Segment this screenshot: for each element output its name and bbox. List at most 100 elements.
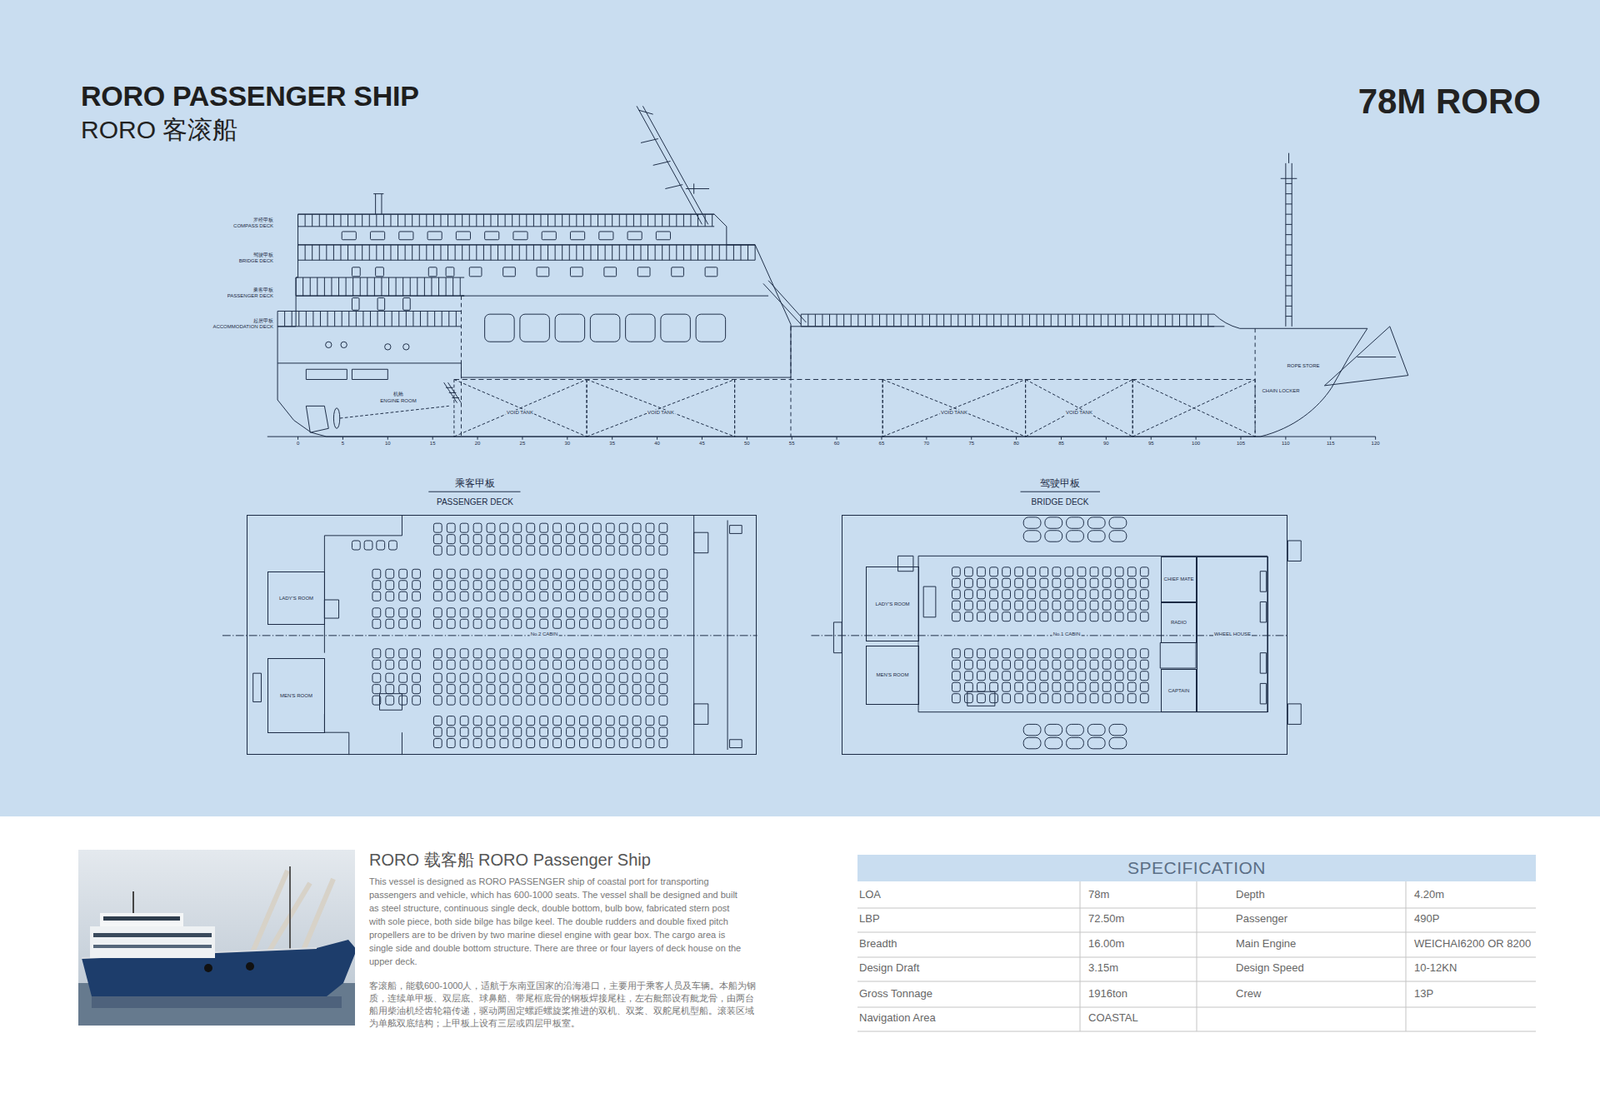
window (485, 231, 500, 240)
seat (385, 580, 395, 590)
seat (659, 649, 668, 659)
seat (632, 608, 641, 618)
seat (540, 660, 549, 670)
reflection (91, 996, 342, 1009)
window (503, 267, 516, 277)
seat (990, 694, 999, 704)
seat (446, 739, 455, 749)
seat (1027, 649, 1036, 659)
window (570, 231, 585, 240)
seat (1015, 567, 1024, 577)
frame-number: 15 (430, 440, 436, 447)
seat (526, 591, 535, 601)
seat (580, 673, 589, 683)
seat (619, 685, 628, 695)
frame-tick (298, 436, 1376, 440)
main-deck (277, 362, 461, 364)
seat (1115, 660, 1124, 670)
seat (951, 649, 960, 659)
fender (245, 962, 255, 971)
seat (566, 739, 575, 749)
seat (433, 619, 442, 629)
seat (645, 569, 655, 579)
seat (433, 569, 442, 579)
seat (1127, 578, 1136, 588)
seat (1052, 590, 1061, 600)
seat (1052, 567, 1061, 577)
seat (500, 591, 509, 601)
seat (1077, 671, 1086, 681)
window (705, 267, 718, 277)
seat (1002, 682, 1011, 692)
seat (1052, 660, 1061, 670)
room-name: CHIEF MATE (1163, 576, 1195, 583)
seat (632, 739, 641, 749)
seat (951, 578, 960, 588)
seat (977, 567, 986, 577)
seat (632, 673, 641, 683)
seat (977, 682, 986, 692)
table-cell: WEICHAI6200 OR 8200 (1414, 938, 1531, 951)
seat (990, 612, 999, 622)
seat (412, 591, 421, 601)
seat (605, 673, 615, 683)
seat (460, 695, 469, 705)
seat (632, 535, 641, 545)
seat (592, 569, 601, 579)
seat (1015, 590, 1024, 600)
main-mast (636, 105, 709, 225)
seat (965, 694, 974, 704)
life-raft (1066, 724, 1085, 735)
seat (433, 580, 442, 590)
seat (605, 580, 615, 590)
seat (1127, 567, 1136, 577)
crane (250, 870, 334, 959)
room-box: RADIO (1160, 602, 1197, 644)
seat (645, 649, 655, 659)
seat (592, 660, 601, 670)
seat (500, 580, 509, 590)
table-cell: 1916ton (1088, 988, 1128, 1001)
seat (540, 739, 549, 749)
seat (412, 660, 421, 670)
seat (1127, 612, 1136, 622)
room-name: MEN'S ROOM (279, 693, 314, 700)
seat (540, 591, 549, 601)
seat (580, 523, 589, 533)
life-raft (1045, 530, 1063, 542)
seat (1077, 612, 1086, 622)
window (427, 231, 442, 240)
seat (446, 649, 455, 659)
drawing-detail (277, 183, 1376, 749)
seat (513, 535, 522, 545)
seat (1140, 578, 1149, 588)
seat (951, 590, 960, 600)
stair-symbol (253, 600, 403, 710)
seat (1052, 578, 1061, 588)
plan-title: 乘客甲板 (455, 478, 495, 490)
seat (473, 535, 482, 545)
deckhouse-wall (324, 515, 402, 755)
deck-name: ACCOMMODATION DECK (212, 324, 274, 330)
seat (1065, 660, 1074, 670)
seat (619, 660, 628, 670)
seat (486, 608, 495, 618)
seat (486, 695, 495, 705)
seat (526, 619, 535, 629)
seat (619, 739, 628, 749)
seat (473, 660, 482, 670)
life-raft (1045, 724, 1063, 735)
seat (473, 608, 482, 618)
seat (446, 569, 455, 579)
seat (1027, 567, 1036, 577)
seat (632, 695, 641, 705)
seat (399, 591, 408, 601)
seat (433, 591, 442, 601)
seat (965, 612, 974, 622)
seat (540, 695, 549, 705)
seat (385, 569, 395, 579)
deck-railing (298, 245, 756, 260)
window (513, 231, 528, 240)
frame-number: 105 (1236, 440, 1245, 447)
frame-number: 50 (744, 440, 750, 447)
